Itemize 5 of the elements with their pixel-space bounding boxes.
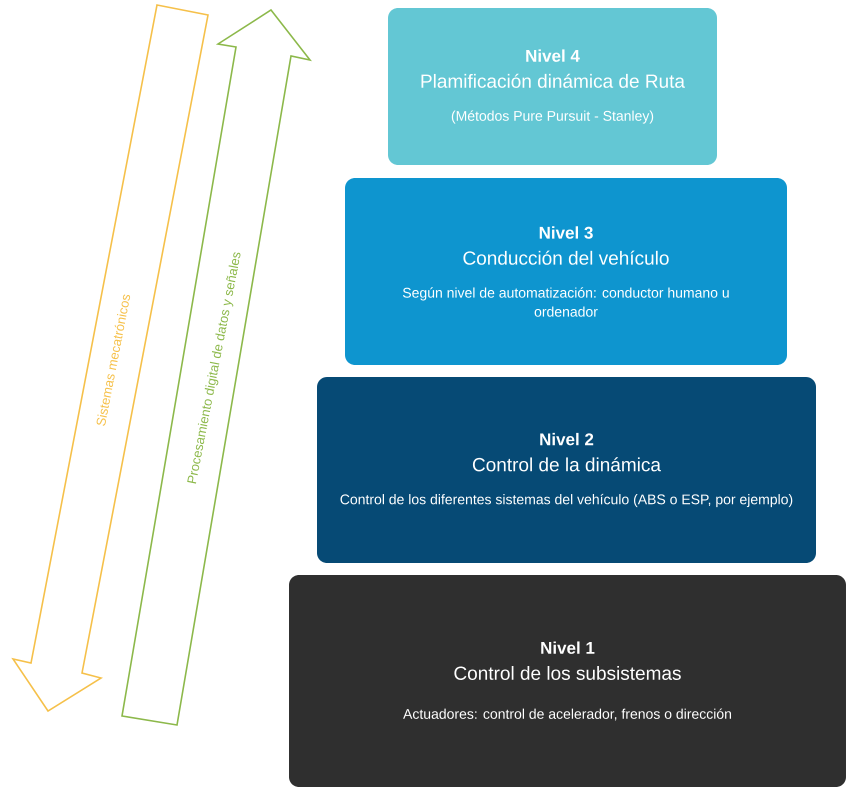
- level-box: Nivel 3 Conducción del vehículo Según nivel de automatización: conductor humano u ordenador: [345, 178, 787, 365]
- arrow-label: Sistemas mecatrónicos: [96, 294, 130, 426]
- level-box: Nivel 1 Control de los subsistemas Actuadores: control de acelerador, frenos o dirección: [289, 575, 846, 787]
- level-box: Nivel 4 Plamificación dinámica de Ruta (Métodos Pure Pursuit - Stanley): [388, 8, 717, 165]
- level-box: Nivel 2 Control de la dinámica Control de los diferentes sistemas del vehículo (ABS o ESP, por ejemplo): [317, 377, 816, 563]
